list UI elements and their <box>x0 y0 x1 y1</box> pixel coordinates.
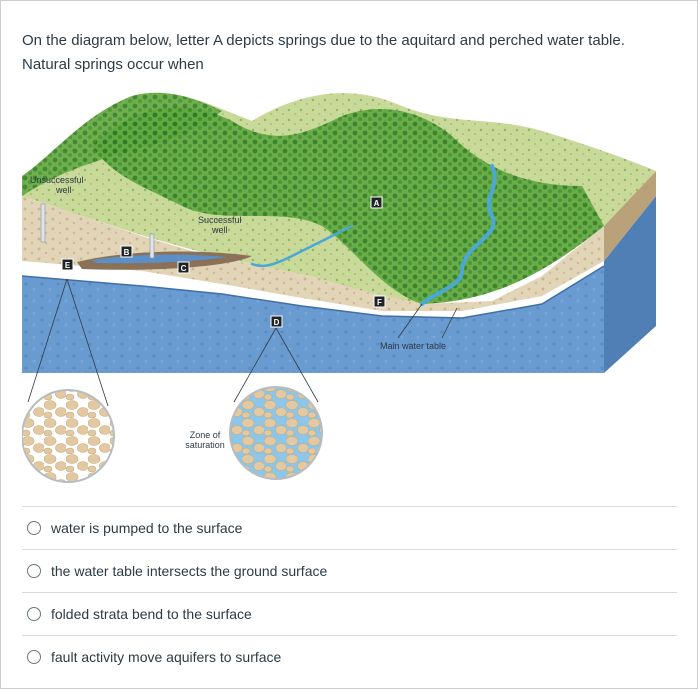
forest-area <box>92 107 604 304</box>
letter-badge-d: D <box>270 315 283 328</box>
letter-d: D <box>274 318 280 327</box>
magnifier-line-e-right <box>66 278 109 407</box>
letter-a: A <box>374 199 380 208</box>
main-water-table-line <box>22 265 605 319</box>
groundwater-diagram-svg: Unsuccessful well Successful well A B C … <box>22 92 656 483</box>
answer-radio-1[interactable] <box>27 521 41 535</box>
answer-radio-4[interactable] <box>27 650 41 664</box>
letter-badge-f: F <box>373 295 386 308</box>
letter-badge-c: C <box>177 261 190 274</box>
question-text: On the diagram below, letter A depicts s… <box>22 29 682 77</box>
saturated-grains-circle <box>229 386 323 480</box>
question-line-2: Natural springs occur when <box>22 56 204 73</box>
answer-radio-3[interactable] <box>27 607 41 621</box>
zone-of-saturation-label-2: saturation <box>185 440 225 450</box>
magnifier-line-e-left <box>27 278 68 403</box>
answer-label-4: fault activity move aquifers to surface <box>51 649 282 665</box>
answer-radio-2[interactable] <box>27 564 41 578</box>
groundwater-diagram: Unsuccessful well Successful well A B C … <box>22 76 677 496</box>
letter-f: F <box>377 298 382 307</box>
letter-badge-b: B <box>120 245 133 258</box>
unsuccessful-well-label-2: well <box>55 185 72 195</box>
unsaturated-grains-circle <box>22 389 115 483</box>
main-water-table-pointer-1 <box>397 303 423 339</box>
successful-well <box>149 233 155 259</box>
question-line-1: On the diagram below, letter A depicts s… <box>22 32 625 49</box>
letter-badge-e: E <box>61 258 74 271</box>
magnifier-line-d-left <box>233 327 277 403</box>
spring-stream <box>250 224 354 268</box>
letter-badge-a: A <box>370 196 383 209</box>
answer-list: water is pumped to the surface the water… <box>22 506 677 678</box>
main-water-table-pointer-2 <box>441 307 458 339</box>
answer-label-1: water is pumped to the surface <box>51 520 243 536</box>
letter-c: C <box>181 264 187 273</box>
answer-option-1[interactable]: water is pumped to the surface <box>22 506 677 549</box>
letter-b: B <box>124 248 130 257</box>
successful-well-label-2: well <box>211 225 228 235</box>
answer-option-4[interactable]: fault activity move aquifers to surface <box>22 635 677 678</box>
unsuccessful-well-label-1: Unsuccessful <box>30 175 84 185</box>
block-side-water <box>604 196 656 373</box>
forest-hill-left <box>22 92 222 196</box>
stream <box>420 164 497 306</box>
letter-e: E <box>65 261 71 270</box>
magnifier-line-d-right <box>275 327 319 403</box>
answer-option-2[interactable]: the water table intersects the ground su… <box>22 549 677 592</box>
block-side-soil <box>604 171 656 261</box>
zone-of-saturation-label-1: Zone of <box>190 430 221 440</box>
saturated-zone <box>22 266 604 373</box>
successful-well-label-1: Successful <box>198 215 242 225</box>
main-water-table-label: Main water table <box>380 341 446 351</box>
answer-label-2: the water table intersects the ground su… <box>51 563 328 579</box>
answer-label-3: folded strata bend to the surface <box>51 606 252 622</box>
answer-option-3[interactable]: folded strata bend to the surface <box>22 592 677 635</box>
unsuccessful-well <box>40 203 46 243</box>
